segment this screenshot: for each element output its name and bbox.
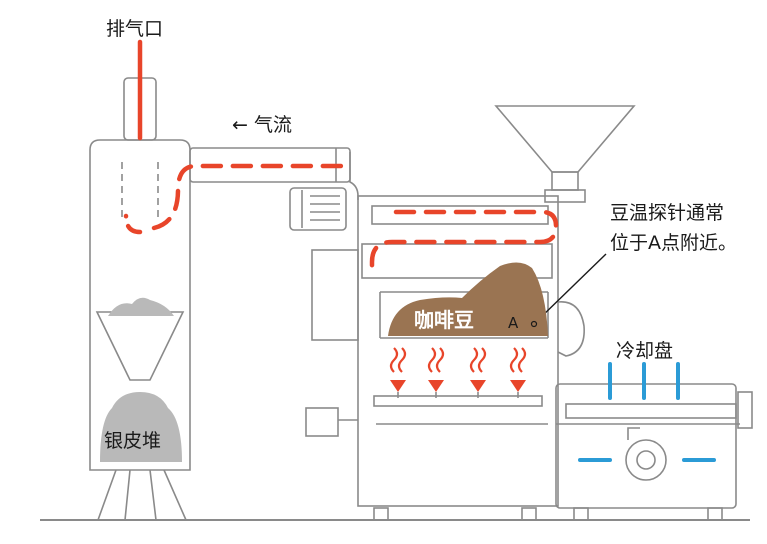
probe-line: [537, 253, 607, 321]
probe-callout: 豆温探针通常 位于A点附近。: [610, 198, 737, 258]
chaff-pile-shape: [100, 392, 182, 462]
exhaust-label: 排气口: [106, 18, 164, 40]
coffee-beans-mound: [388, 262, 548, 336]
discharge-chute: [557, 301, 585, 357]
airflow-label: ← 气流: [232, 114, 292, 136]
cooling-tray: [555, 383, 753, 521]
chaff-pile-label: 银皮堆: [104, 430, 162, 452]
point-a-marker: [530, 320, 538, 328]
point-a-label: A: [508, 314, 519, 332]
burner-flames: [389, 347, 527, 373]
cooling-airflow: [578, 362, 716, 462]
coffee-beans-label: 咖啡豆: [414, 308, 474, 332]
burners: [397, 392, 519, 398]
chaff-in-funnel: [108, 297, 174, 316]
bean-hopper: [494, 105, 636, 203]
roaster-body: [305, 195, 559, 521]
probe-callout-line2: 位于A点附近。: [610, 232, 737, 254]
fan-motor: [289, 187, 347, 231]
air-duct: [189, 147, 359, 200]
cooling-tray-label: 冷却盘: [616, 340, 674, 362]
probe-callout-line1: 豆温探针通常: [610, 202, 725, 224]
burner-cups: [390, 380, 526, 392]
airflow-path: [123, 39, 559, 275]
